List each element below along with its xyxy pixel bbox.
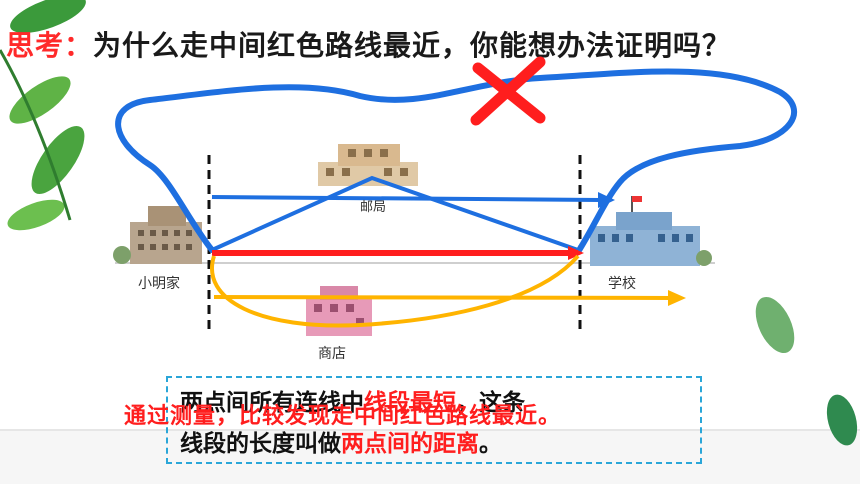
red-cross-icon — [470, 56, 546, 126]
home-building-icon — [113, 206, 202, 264]
conclusion-highlight: 线段最短 — [364, 390, 456, 416]
conclusion-text: 两点间所有连线中 — [180, 390, 364, 416]
conclusion-text: ，这条 — [456, 390, 525, 416]
post-office-icon — [318, 144, 418, 186]
orange-arrow-route — [213, 295, 673, 300]
conclusion-box — [166, 376, 702, 464]
blue-post-route — [211, 175, 579, 252]
leaf-top-left-icon — [0, 0, 86, 231]
floor-band — [0, 430, 860, 484]
conclusion-text: 线段的长度叫做 — [180, 431, 341, 457]
shop-label: 商店 — [318, 346, 346, 362]
page-title: 思考：为什么走中间红色路线最近，你能想办法证明吗？ — [6, 24, 731, 64]
blue-arrow-route — [211, 195, 601, 202]
orange-arrow-head-icon — [668, 290, 686, 306]
conclusion-line-2: 线段的长度叫做两点间的距离。 — [180, 424, 502, 458]
blue-loop-route — [115, 68, 798, 255]
home-label: 小明家 — [138, 276, 180, 292]
leaf-right-icon — [755, 296, 858, 446]
conclusion-text: 。 — [479, 431, 502, 457]
school-label: 学校 — [608, 276, 636, 292]
conclusion-line-1: 两点间所有连线中线段最短，这条 — [180, 383, 525, 417]
title-question: 为什么走中间红色路线最近，你能想办法证明吗？ — [93, 29, 732, 62]
school-building-icon — [590, 196, 712, 266]
blue-arrow-head-icon — [598, 192, 615, 208]
shop-building-icon — [306, 286, 372, 336]
title-label: 思考： — [6, 29, 94, 62]
measurement-overlay-text: 通过测量，比较发现走中间红色路线最近。 — [124, 404, 562, 429]
orange-shop-route — [210, 254, 580, 328]
conclusion-highlight: 两点间的距离 — [341, 431, 479, 457]
red-arrow-head-icon — [568, 246, 584, 260]
post-office-label: 邮局 — [360, 200, 387, 215]
